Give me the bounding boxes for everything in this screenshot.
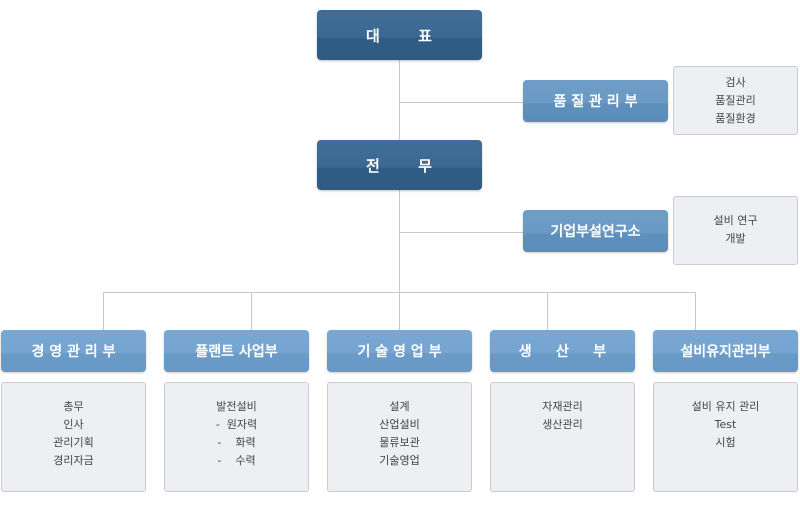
task-item: 생산관리 <box>542 418 583 431</box>
dept-management-node: 경 영 관 리 부 <box>1 330 146 372</box>
dept-plant-node: 플랜트 사업부 <box>164 330 309 372</box>
task-item: 경리자금 <box>53 454 94 467</box>
task-item: 시험 <box>715 436 736 449</box>
task-item: 인사 <box>63 418 84 431</box>
task-item: 설비 연구 <box>713 214 758 227</box>
task-item: - 수력 <box>217 454 256 467</box>
task-item: 산업설비 <box>379 418 420 431</box>
dept-tech-sales-node: 기 술 영 업 부 <box>327 330 472 372</box>
task-item: 검사 <box>725 76 746 89</box>
dept-production-node: 생 산 부 <box>490 330 635 372</box>
quality-tasks-box: 검사 품질관리 품질환경 <box>673 66 798 135</box>
task-item: 기술영업 <box>379 454 420 467</box>
ceo-node: 대 표 <box>317 10 482 60</box>
task-item: 개발 <box>725 232 746 245</box>
research-lab-node: 기업부설연구소 <box>523 210 668 252</box>
task-item: 자재관리 <box>542 400 583 413</box>
lab-tasks-box: 설비 연구 개발 <box>673 196 798 265</box>
task-item: Test <box>714 418 737 431</box>
dept-maintenance-tasks: 설비 유지 관리 Test 시험 <box>653 382 798 492</box>
task-item: - 화력 <box>217 436 256 449</box>
dept-management-tasks: 총무 인사 관리기획 경리자금 <box>1 382 146 492</box>
quality-dept-node: 품 질 관 리 부 <box>523 80 668 122</box>
executive-node: 전 무 <box>317 140 482 190</box>
dept-maintenance-node: 설비유지관리부 <box>653 330 798 372</box>
dept-plant-tasks: 발전설비 - 원자력 - 화력 - 수력 <box>164 382 309 492</box>
task-item: 설비 유지 관리 <box>691 400 760 413</box>
task-item: 품질관리 <box>715 94 756 107</box>
task-item: 총무 <box>63 400 84 413</box>
task-item: 품질환경 <box>715 112 756 125</box>
task-item: 물류보관 <box>379 436 420 449</box>
dept-tech-sales-tasks: 설계 산업설비 물류보관 기술영업 <box>327 382 472 492</box>
dept-production-tasks: 자재관리 생산관리 <box>490 382 635 492</box>
task-item: 발전설비 <box>216 400 257 413</box>
task-item: 설계 <box>389 400 410 413</box>
task-item: 관리기획 <box>53 436 94 449</box>
task-item: - 원자력 <box>215 418 258 431</box>
